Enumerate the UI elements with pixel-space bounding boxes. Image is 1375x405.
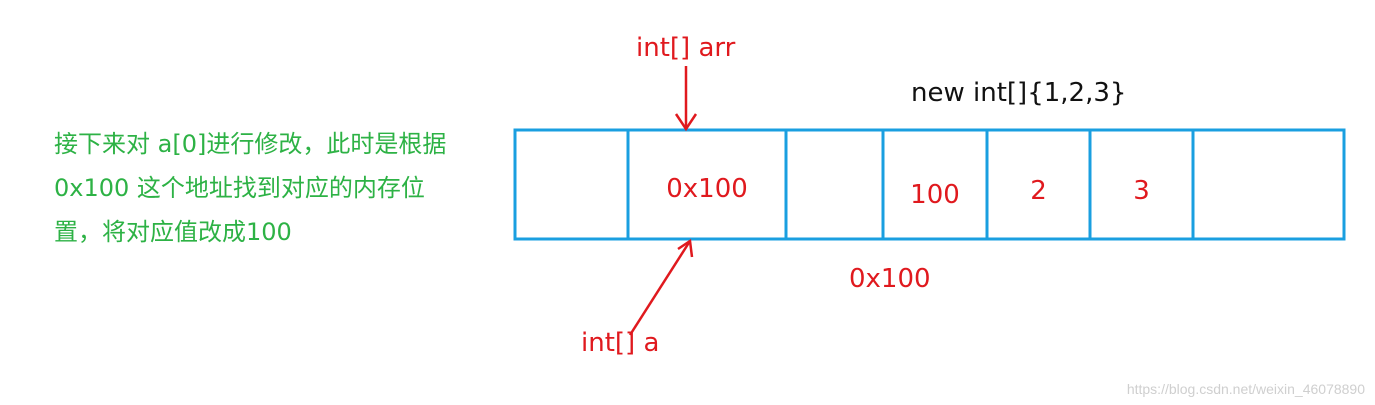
- a-arrow-head: [677, 238, 694, 258]
- watermark: https://blog.csdn.net/weixin_46078890: [1126, 381, 1365, 397]
- memory-strip: [513, 128, 1346, 241]
- heap-address-label: 0x100: [849, 264, 931, 294]
- array-expression-label: new int[]{1,2,3}: [911, 78, 1127, 108]
- arr-arrow-head: [674, 113, 698, 132]
- note-line: 0x100 这个地址找到对应的内存位: [54, 174, 425, 202]
- a-arrow-shaft: [628, 240, 692, 336]
- note-line: 置，将对应值改成100: [54, 218, 292, 246]
- arr-reference-label: int[] arr: [636, 33, 736, 63]
- explanation-note: 接下来对 a[0]进行修改，此时是根据 0x100 这个地址找到对应的内存位 置…: [54, 122, 504, 254]
- ref-cell-value: 0x100: [666, 174, 748, 204]
- array-cell-value: 3: [1133, 176, 1150, 206]
- array-cell-value: 100: [910, 180, 960, 210]
- note-line: 接下来对 a[0]进行修改，此时是根据: [54, 130, 447, 158]
- a-reference-label: int[] a: [581, 328, 660, 358]
- array-cell-value: 2: [1030, 176, 1047, 206]
